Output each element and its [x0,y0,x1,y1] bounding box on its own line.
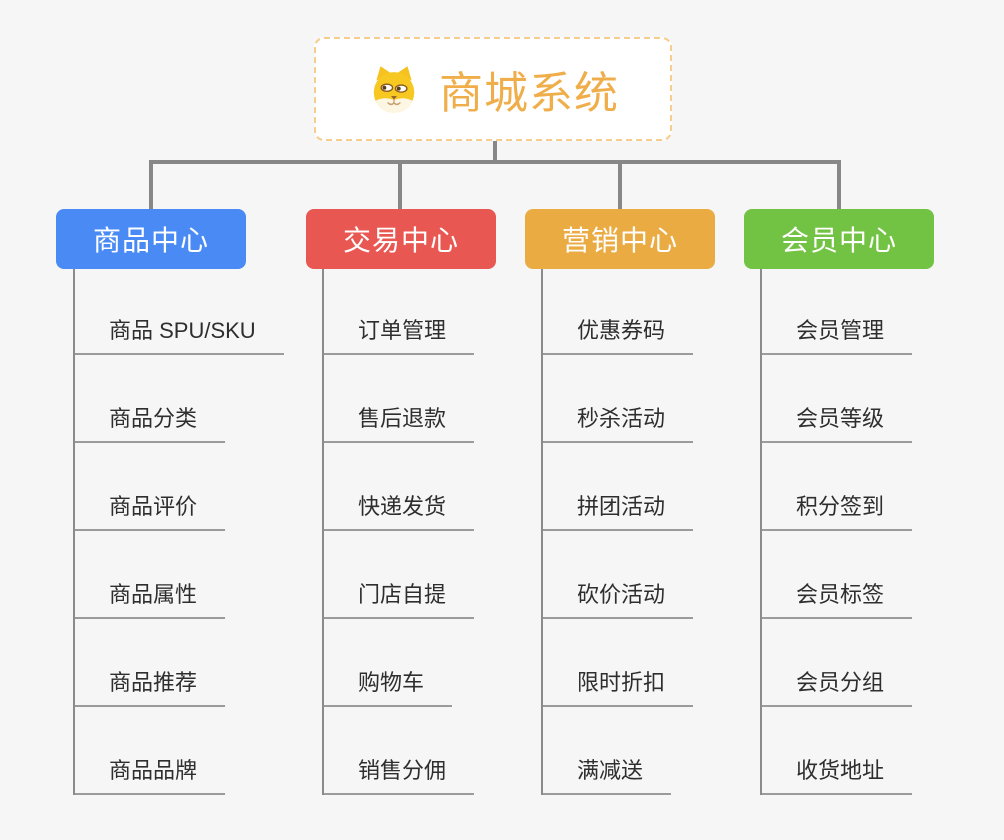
child-node[interactable]: 会员等级 [762,355,913,443]
child-node[interactable]: 满减送 [543,707,672,795]
child-column-member: 会员管理 会员等级 积分签到 会员标签 会员分组 收货地址 [760,269,913,795]
child-node[interactable]: 商品属性 [75,531,226,619]
branch-node-trade[interactable]: 交易中心 [306,209,496,269]
child-node[interactable]: 会员分组 [762,619,913,707]
branch-label: 交易中心 [342,225,459,256]
branch-label: 营销中心 [561,225,678,256]
child-node[interactable]: 砍价活动 [543,531,694,619]
root-node[interactable]: 商城系统 [314,37,672,141]
branch-label: 商品中心 [92,225,209,256]
child-node[interactable]: 门店自提 [324,531,475,619]
child-column-product: 商品 SPU/SKU 商品分类 商品评价 商品属性 商品推荐 商品品牌 [73,269,284,795]
connector-drop [618,160,622,210]
dog-face-icon [373,66,415,113]
child-node[interactable]: 优惠券码 [543,269,694,355]
child-node[interactable]: 商品推荐 [75,619,226,707]
child-column-trade: 订单管理 售后退款 快递发货 门店自提 购物车 销售分佣 [322,269,475,795]
child-node[interactable]: 售后退款 [324,355,475,443]
child-node[interactable]: 购物车 [324,619,453,707]
connector-bus [149,160,841,164]
branch-label: 会员中心 [780,225,897,256]
connector-root-stem [493,140,497,163]
connector-drop [837,160,841,210]
child-node[interactable]: 销售分佣 [324,707,475,795]
child-node[interactable]: 积分签到 [762,443,913,531]
child-node[interactable]: 快递发货 [324,443,475,531]
child-node[interactable]: 收货地址 [762,707,913,795]
branch-node-member[interactable]: 会员中心 [744,209,934,269]
child-node[interactable]: 商品分类 [75,355,226,443]
child-node[interactable]: 会员管理 [762,269,913,355]
branch-node-product[interactable]: 商品中心 [56,209,246,269]
child-node[interactable]: 拼团活动 [543,443,694,531]
root-title: 商城系统 [439,69,619,118]
connector-drop [149,160,153,210]
child-node[interactable]: 会员标签 [762,531,913,619]
child-node[interactable]: 订单管理 [324,269,475,355]
child-column-marketing: 优惠券码 秒杀活动 拼团活动 砍价活动 限时折扣 满减送 [541,269,694,795]
connector-drop [398,160,402,210]
child-node[interactable]: 限时折扣 [543,619,694,707]
child-node[interactable]: 秒杀活动 [543,355,694,443]
child-node[interactable]: 商品评价 [75,443,226,531]
branch-node-marketing[interactable]: 营销中心 [525,209,715,269]
child-node[interactable]: 商品 SPU/SKU [75,269,284,355]
child-node[interactable]: 商品品牌 [75,707,226,795]
